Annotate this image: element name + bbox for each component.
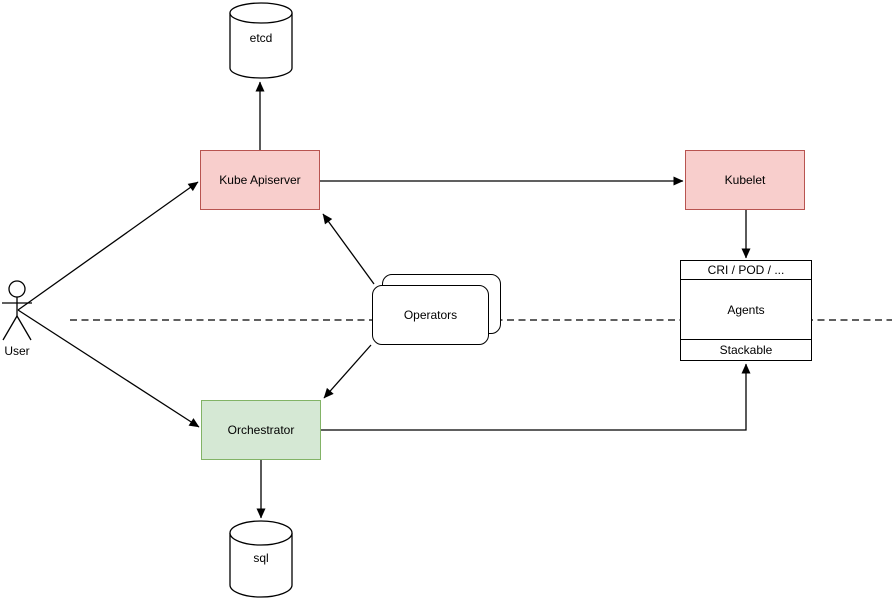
sql-label: sql [253, 551, 269, 565]
actor-right-leg [16, 315, 32, 341]
operators-node[interactable]: Operators [372, 285, 489, 345]
orchestrator-label: Orchestrator [227, 423, 295, 437]
cri-stack-row-agents: Agents [681, 280, 811, 339]
orchestrator-node[interactable]: Orchestrator [201, 400, 321, 460]
stackable-label: Stackable [719, 343, 773, 357]
etcd-cylinder[interactable] [229, 2, 293, 79]
edge-user-to-orchestrator [17, 309, 200, 428]
sql-cylinder[interactable] [229, 520, 293, 598]
edge-user-to-kube-apiserver [17, 181, 199, 311]
cri-stack-row-stackable: Stackable [681, 339, 811, 360]
cri-pod-label: CRI / POD / ... [707, 263, 785, 277]
user-actor[interactable] [2, 280, 32, 341]
kube-apiserver-node[interactable]: Kube Apiserver [200, 150, 320, 210]
edge-operators-to-kube-apiserver [322, 213, 375, 285]
edge-operators-to-orchestrator [323, 344, 372, 399]
kube-apiserver-label: Kube Apiserver [219, 173, 301, 187]
agents-label: Agents [727, 302, 765, 317]
kubelet-node[interactable]: Kubelet [685, 150, 805, 210]
user-label: User [4, 344, 30, 358]
etcd-label: etcd [249, 31, 273, 45]
operators-label: Operators [403, 308, 458, 322]
cri-stack-node[interactable]: CRI / POD / ... Agents Stackable [680, 260, 812, 361]
kubelet-label: Kubelet [724, 173, 766, 187]
cri-stack-row-cri-pod: CRI / POD / ... [681, 261, 811, 280]
edge-orchestrator-to-stackable [321, 363, 751, 431]
actor-left-leg [2, 315, 18, 341]
actor-head [8, 280, 26, 298]
